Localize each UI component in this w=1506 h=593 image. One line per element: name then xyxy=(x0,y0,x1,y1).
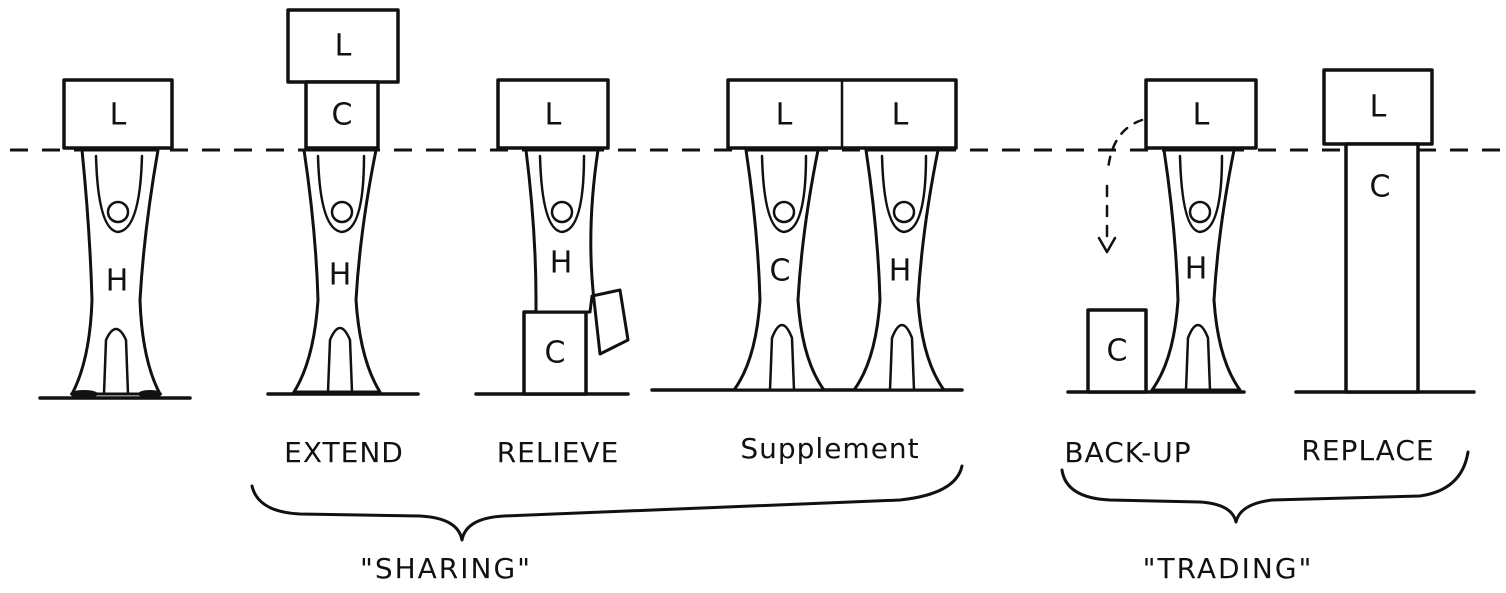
caption-supplement: Supplement xyxy=(740,432,919,465)
load-letter-supplement-2: L xyxy=(892,98,909,133)
load-letter-1: L xyxy=(110,98,127,133)
backup-arrow-curve xyxy=(1108,120,1142,170)
computer-letter-supplement: C xyxy=(770,254,791,289)
load-letter-replace: L xyxy=(1370,90,1387,125)
human-letter-1: H xyxy=(106,264,129,299)
figure-supplement: L L C H xyxy=(728,80,956,390)
caption-replace: REPLACE xyxy=(1301,434,1434,467)
load-letter-supplement-1: L xyxy=(776,98,793,133)
human-letter-relieve: H xyxy=(550,246,573,281)
load-letter-extend: L xyxy=(335,29,352,64)
caption-relieve: RELIEVE xyxy=(497,436,620,469)
human-letter-supplement: H xyxy=(889,254,912,289)
computer-letter-relieve: C xyxy=(545,336,566,371)
figure-backup: L C H xyxy=(1088,80,1256,392)
caption-backup: BACK-UP xyxy=(1064,436,1191,469)
group-label-trading: "TRADING" xyxy=(1143,552,1314,585)
figure-replace: L C xyxy=(1324,70,1432,392)
human-letter-backup: H xyxy=(1185,252,1208,287)
load-letter-relieve: L xyxy=(545,98,562,133)
backup-arrow-head xyxy=(1099,238,1115,252)
figure-extend: L C H xyxy=(288,10,398,392)
computer-letter-extend: C xyxy=(332,98,353,133)
computer-letter-replace: C xyxy=(1370,170,1391,205)
human-foot-left-1 xyxy=(70,390,98,398)
figure-relieve: L C H xyxy=(498,80,628,394)
human-letter-extend: H xyxy=(329,258,352,293)
human-foot-right-1 xyxy=(138,390,162,398)
figure-human-alone: L H xyxy=(64,80,172,398)
group-label-sharing: "SHARING" xyxy=(360,552,532,585)
computer-letter-backup: C xyxy=(1107,334,1128,369)
brace-sharing xyxy=(252,466,962,540)
load-letter-backup: L xyxy=(1193,98,1210,133)
caption-extend: EXTEND xyxy=(284,436,404,469)
